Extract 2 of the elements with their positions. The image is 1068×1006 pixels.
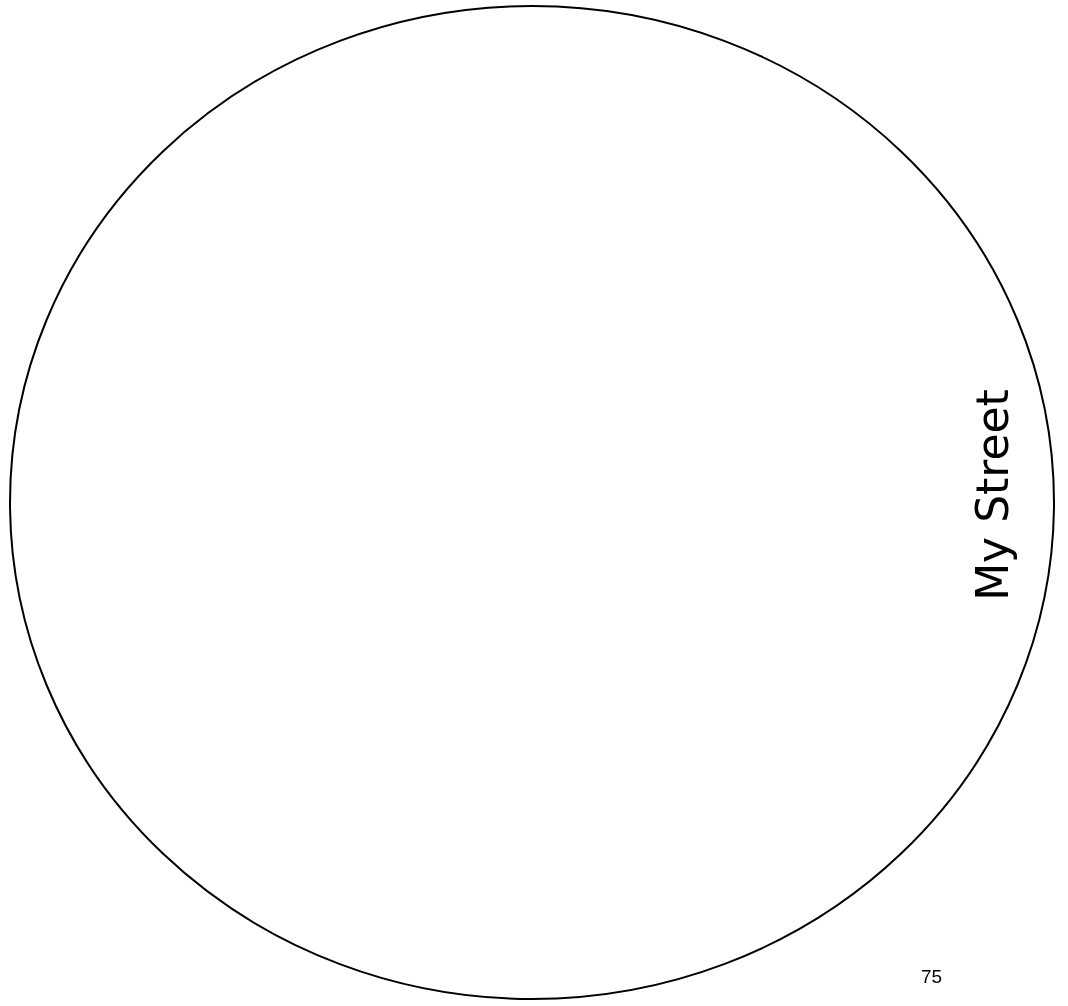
page-number: 75 xyxy=(921,966,943,988)
street-label: My Street xyxy=(966,388,1019,603)
